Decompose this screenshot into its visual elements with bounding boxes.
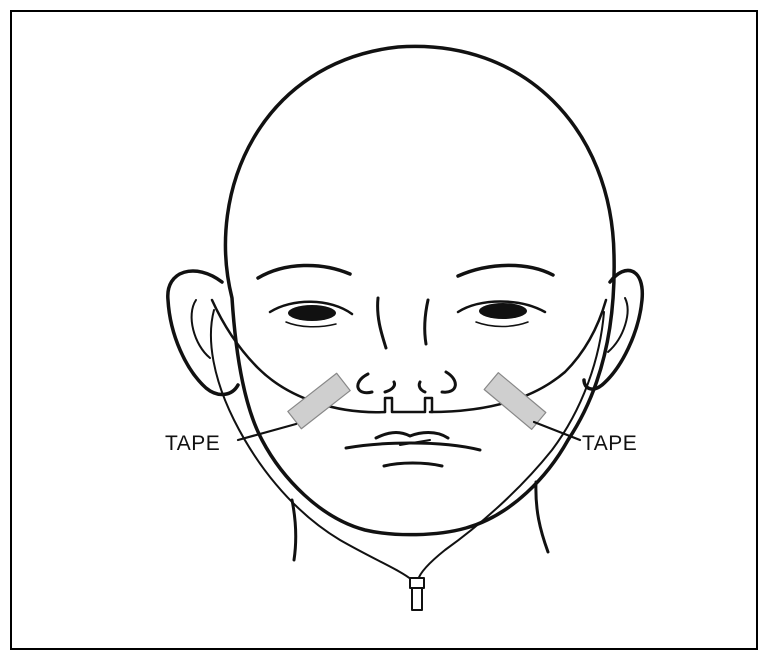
left-eye-lower bbox=[286, 322, 336, 327]
right-eyebrow bbox=[458, 265, 553, 276]
tape-label-right: TAPE bbox=[582, 433, 637, 454]
cannula-diagram bbox=[0, 0, 766, 628]
cannula-prongs bbox=[385, 398, 432, 412]
mouth-line bbox=[346, 443, 480, 450]
tape-strip-left bbox=[288, 373, 350, 429]
left-ear bbox=[168, 271, 238, 394]
neck-left bbox=[292, 500, 296, 560]
left-ear-inner bbox=[192, 300, 210, 358]
tape-strip-right bbox=[484, 373, 546, 430]
right-eye-lower bbox=[476, 322, 528, 327]
nose-left-line bbox=[378, 298, 386, 348]
left-eyebrow bbox=[258, 265, 350, 278]
tube-connector bbox=[410, 578, 424, 588]
right-eye bbox=[479, 303, 527, 319]
head-outline bbox=[225, 46, 614, 534]
left-eye bbox=[288, 305, 336, 321]
tube-down-right bbox=[418, 312, 604, 580]
pointer-left bbox=[238, 424, 296, 440]
left-nostril bbox=[358, 374, 395, 393]
neck-right bbox=[536, 482, 548, 552]
tape-label-left: TAPE bbox=[165, 433, 220, 454]
tube-connector-tail bbox=[412, 588, 422, 610]
nose-right-line bbox=[425, 300, 428, 344]
lower-lip bbox=[384, 463, 442, 466]
upper-lip bbox=[376, 433, 448, 439]
right-nostril bbox=[419, 372, 455, 392]
